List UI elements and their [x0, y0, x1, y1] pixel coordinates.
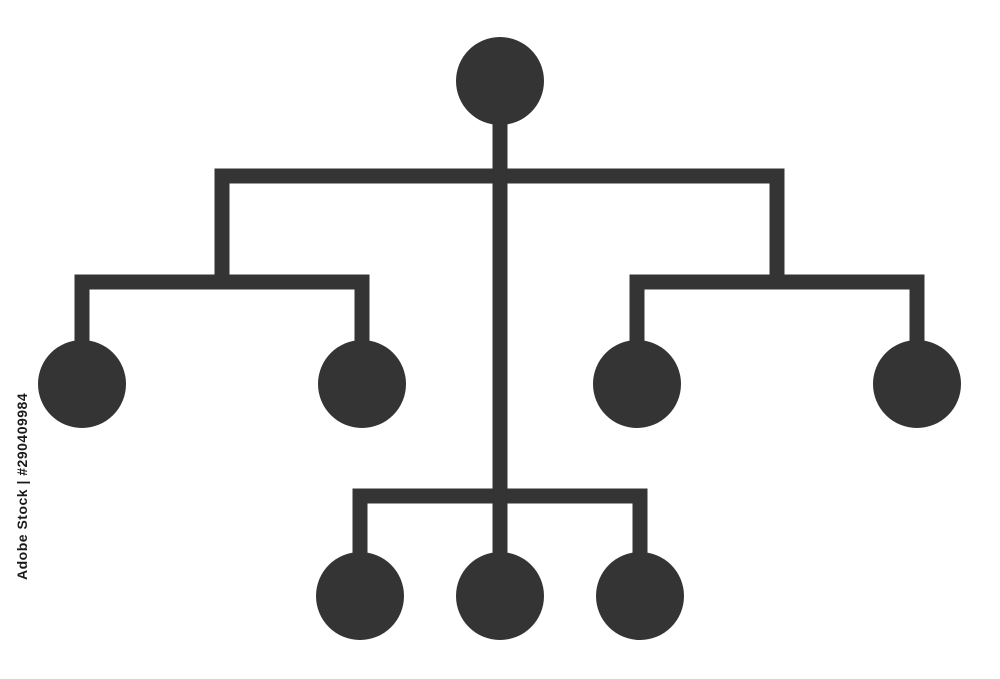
left-inner-node [318, 340, 406, 428]
nodes [38, 37, 961, 640]
stock-id-label: Adobe Stock | #290409984 [14, 392, 30, 580]
bottom-bracket-line [352, 488, 648, 568]
right-inner-node [593, 340, 681, 428]
bottom-left-node [316, 552, 404, 640]
right-outer-node [873, 340, 961, 428]
left-bracket-line [74, 274, 370, 353]
top-bracket-line [214, 168, 785, 288]
right-bracket-line [629, 274, 925, 353]
bottom-right-node [596, 552, 684, 640]
left-outer-node [38, 340, 126, 428]
root-node [456, 37, 544, 125]
bottom-center-node [456, 552, 544, 640]
connector-lines [74, 112, 925, 568]
